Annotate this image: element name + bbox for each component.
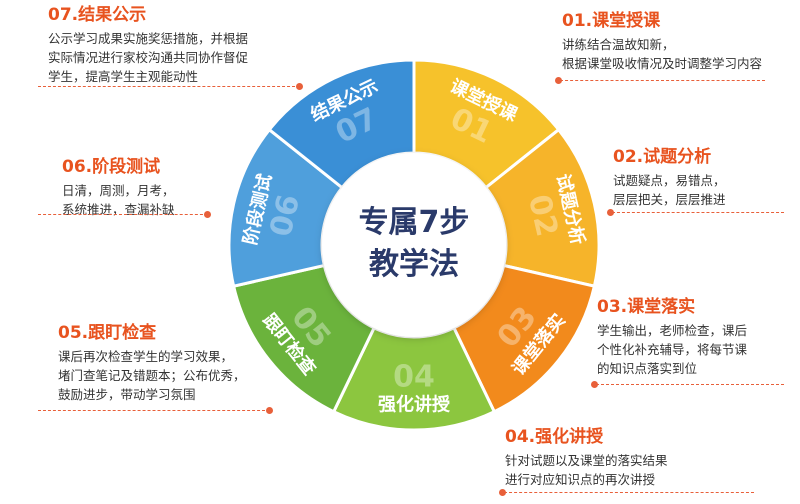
card-step-02: 02.试题分析 试题疑点，易错点， 层层把关，层层推进 bbox=[613, 146, 800, 209]
card-title: 06.阶段测试 bbox=[62, 157, 161, 177]
center-title-line2: 教学法 bbox=[369, 247, 459, 282]
connector-line-04 bbox=[504, 492, 754, 493]
segment-label-04: 强化讲授 bbox=[378, 394, 451, 416]
card-step-07: 07.结果公示 公示学习成果实施奖惩措施，并根据 实际情况进行家校沟通共同协作督… bbox=[48, 4, 298, 86]
card-desc: 讲练结合温故知新， 根据课堂吸收情况及时调整学习内容 bbox=[562, 37, 763, 71]
card-step-05: 05.跟盯检查 课后再次检查学生的学习效果， 堵门查笔记及错题本；公布优秀， 鼓… bbox=[58, 322, 308, 404]
connector-dot-06 bbox=[204, 211, 211, 218]
card-desc: 学生输出，老师检查，课后 个性化补充辅导，将每节课 的知识点落实到位 bbox=[597, 323, 748, 376]
connector-dot-02 bbox=[607, 209, 614, 216]
card-step-01: 01.课堂授课 讲练结合温故知新， 根据课堂吸收情况及时调整学习内容 bbox=[562, 10, 800, 73]
connector-line-07 bbox=[38, 86, 300, 87]
card-desc: 试题疑点，易错点， 层层把关，层层推进 bbox=[613, 173, 726, 207]
connector-dot-03 bbox=[591, 381, 598, 388]
connector-line-01 bbox=[560, 80, 765, 81]
connector-line-06 bbox=[38, 214, 208, 215]
card-title: 02.试题分析 bbox=[613, 147, 712, 167]
card-desc: 针对试题以及课堂的落实结果 进行对应知识点的再次讲授 bbox=[505, 453, 668, 487]
center-title-line1: 专属7步 bbox=[359, 205, 470, 240]
card-title: 05.跟盯检查 bbox=[58, 323, 157, 343]
card-desc: 课后再次检查学生的学习效果， 堵门查笔记及错题本；公布优秀， 鼓励进步，带动学习… bbox=[58, 349, 246, 402]
segment-number-04: 04 bbox=[393, 360, 435, 395]
connector-line-02 bbox=[612, 212, 784, 213]
connector-dot-04 bbox=[499, 489, 506, 496]
connector-dot-07 bbox=[296, 83, 303, 90]
card-step-03: 03.课堂落实 学生输出，老师检查，课后 个性化补充辅导，将每节课 的知识点落实… bbox=[597, 296, 800, 378]
connector-dot-05 bbox=[266, 407, 273, 414]
connector-line-03 bbox=[596, 384, 784, 385]
card-step-06: 06.阶段测试 日清，周测，月考， 系统推进，查漏补缺 bbox=[62, 156, 312, 219]
card-desc: 公示学习成果实施奖惩措施，并根据 实际情况进行家校沟通共同协作督促 学生，提高学… bbox=[48, 31, 249, 84]
card-desc: 日清，周测，月考， 系统推进，查漏补缺 bbox=[62, 183, 175, 217]
connector-line-05 bbox=[38, 410, 270, 411]
connector-dot-01 bbox=[555, 77, 562, 84]
card-title: 07.结果公示 bbox=[48, 5, 147, 25]
card-step-04: 04.强化讲授 针对试题以及课堂的落实结果 进行对应知识点的再次讲授 bbox=[505, 426, 755, 489]
center-disc bbox=[322, 153, 506, 337]
card-title: 04.强化讲授 bbox=[505, 427, 604, 447]
card-title: 01.课堂授课 bbox=[562, 11, 661, 31]
card-title: 03.课堂落实 bbox=[597, 297, 696, 317]
